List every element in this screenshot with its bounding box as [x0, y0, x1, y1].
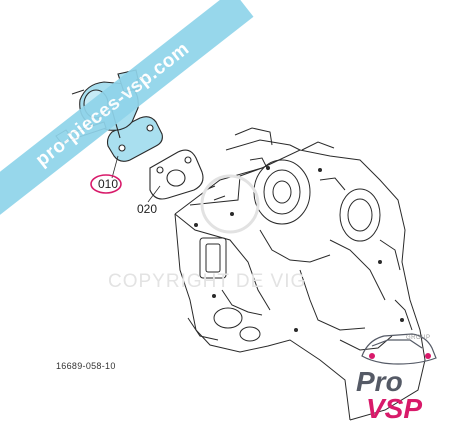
part-callout-010: 010	[98, 177, 119, 191]
engine-block-bolts	[194, 166, 404, 332]
gasket-020	[149, 149, 204, 200]
drawing-number: 16689-058-10	[56, 361, 116, 371]
part-callout-020: 020	[137, 202, 158, 216]
engine-block-drawing	[174, 127, 426, 421]
highlight-ring-010	[90, 174, 122, 194]
copyright-watermark: COPYRIGHT DE VIG	[108, 271, 307, 292]
logo-car-graphic	[361, 333, 437, 365]
logo-text-pro: Pro	[356, 366, 403, 397]
logo-group-text: GROUP	[406, 335, 431, 341]
watermark-ring	[200, 174, 260, 234]
leader-lines	[111, 155, 161, 203]
logo-text-vsp: VSP	[366, 393, 423, 424]
